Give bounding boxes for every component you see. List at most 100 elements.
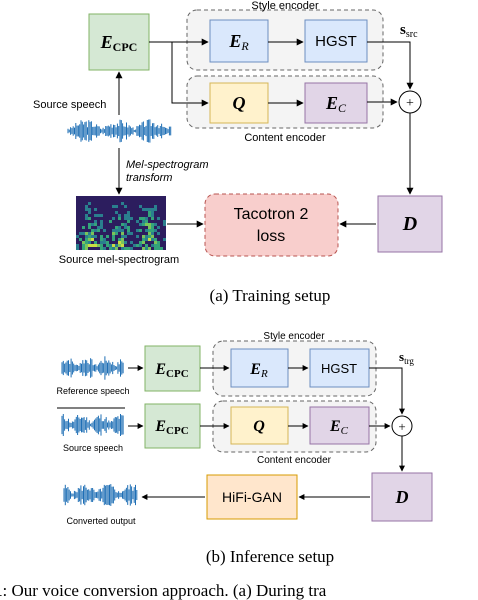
spectrogram-cell — [142, 235, 145, 238]
spectrogram-cell — [151, 238, 154, 241]
spectrogram-cell — [130, 241, 133, 244]
spectrogram-cell — [118, 226, 121, 229]
spectrogram-cell — [85, 247, 88, 250]
spectrogram-cell — [88, 244, 91, 247]
spectrogram-cell — [157, 241, 160, 244]
spectrogram-cell — [118, 217, 121, 220]
hgst-block — [304, 19, 368, 63]
spectrogram-cell — [154, 229, 157, 232]
spectrogram-cell — [97, 226, 100, 229]
reference-speech-waveform — [61, 356, 124, 380]
spectrogram-cell — [112, 247, 115, 250]
spectrogram-cell — [124, 235, 127, 238]
spectrogram-cell — [85, 217, 88, 220]
spectrogram-cell — [124, 205, 127, 208]
inf-plus-symbol: + — [398, 419, 405, 434]
spectrogram-cell — [121, 244, 124, 247]
spectrogram-cell — [100, 226, 103, 229]
spectrogram-cell — [82, 247, 85, 250]
spectrogram-cell — [163, 223, 166, 226]
spectrogram-cell — [88, 235, 91, 238]
spectrogram-cell — [76, 244, 79, 247]
spectrogram-cell — [118, 214, 121, 217]
spectrogram-cell — [133, 244, 136, 247]
inf-ecpc-ref-block — [144, 345, 201, 392]
spectrogram-cell — [124, 223, 127, 226]
inference-caption: (b) Inference setup — [206, 547, 334, 566]
spectrogram-cell — [115, 211, 118, 214]
spectrogram-cell — [142, 208, 145, 211]
spectrogram-cell — [139, 241, 142, 244]
spectrogram-cell — [88, 226, 91, 229]
spectrogram-cell — [94, 220, 97, 223]
inf-ec-block — [309, 406, 370, 445]
spectrogram-cell — [148, 214, 151, 217]
spectrogram-cell — [109, 220, 112, 223]
spectrogram-cell — [127, 247, 130, 250]
spectrogram-cell — [115, 232, 118, 235]
spectrogram-cell — [97, 214, 100, 217]
spectrogram-cell — [103, 241, 106, 244]
spectrogram-cell — [148, 229, 151, 232]
spectrogram-cell — [115, 244, 118, 247]
spectrogram-cell — [124, 217, 127, 220]
spectrogram-cell — [127, 220, 130, 223]
spectrogram-cell — [136, 220, 139, 223]
inf-ecpc-src-block — [144, 403, 201, 449]
spectrogram-cell — [97, 229, 100, 232]
spectrogram-cell — [157, 232, 160, 235]
inf-ecpc-ref-label: ECPC — [154, 361, 188, 380]
inf-er-label: ER — [249, 361, 268, 380]
source-speech-waveform-inference — [61, 414, 124, 436]
spectrogram-cell — [142, 220, 145, 223]
spectrogram-cell — [109, 247, 112, 250]
spectrogram-cell — [121, 238, 124, 241]
spectrogram-cell — [142, 238, 145, 241]
spectrogram-cell — [163, 220, 166, 223]
spectrogram-cell — [124, 214, 127, 217]
ec-label: EC — [325, 93, 347, 115]
spectrogram-cell — [115, 229, 118, 232]
spectrogram-cell — [139, 217, 142, 220]
spectrogram-cell — [94, 214, 97, 217]
mel-transform-label-line2: transform — [126, 172, 172, 184]
spectrogram-cell — [151, 235, 154, 238]
spectrogram-cell — [121, 235, 124, 238]
spectrogram-cell — [148, 223, 151, 226]
spectrogram-cell — [88, 217, 91, 220]
spectrogram-cell — [148, 238, 151, 241]
spectrogram-cell — [100, 238, 103, 241]
spectrogram-cell — [85, 244, 88, 247]
spectrogram-cell — [118, 229, 121, 232]
spectrogram-cell — [97, 244, 100, 247]
spectrogram-cell — [151, 208, 154, 211]
spectrogram-cell — [145, 247, 148, 250]
spectrogram-cell — [139, 244, 142, 247]
spectrogram-cell — [103, 247, 106, 250]
spectrogram-cell — [145, 229, 148, 232]
inf-q-label: Q — [253, 418, 265, 435]
source-speech-waveform — [67, 119, 172, 143]
training-caption: (a) Training setup — [210, 286, 331, 305]
spectrogram-cell — [115, 205, 118, 208]
spectrogram-cell — [151, 211, 154, 214]
spectrogram-cell — [76, 235, 79, 238]
spectrogram-cell — [151, 214, 154, 217]
spectrogram-cell — [127, 229, 130, 232]
spectrogram-cell — [154, 247, 157, 250]
ec-block — [304, 82, 368, 124]
inf-q-block — [230, 406, 289, 445]
spectrogram-cell — [145, 223, 148, 226]
spectrogram-cell — [103, 229, 106, 232]
spectrogram-cell — [142, 223, 145, 226]
inf-ecpc-src-label: ECPC — [154, 418, 188, 437]
inf-style-encoder-label: Style encoder — [263, 331, 325, 342]
spectrogram-cell — [127, 211, 130, 214]
mel-transform-label-line1: Mel-spectrogram — [126, 159, 209, 171]
spectrogram-cell — [139, 229, 142, 232]
spectrogram-cell — [88, 223, 91, 226]
spectrogram-cell — [94, 244, 97, 247]
spectrogram-cell — [85, 241, 88, 244]
q-label: Q — [233, 93, 246, 113]
spectrogram-cell — [100, 244, 103, 247]
